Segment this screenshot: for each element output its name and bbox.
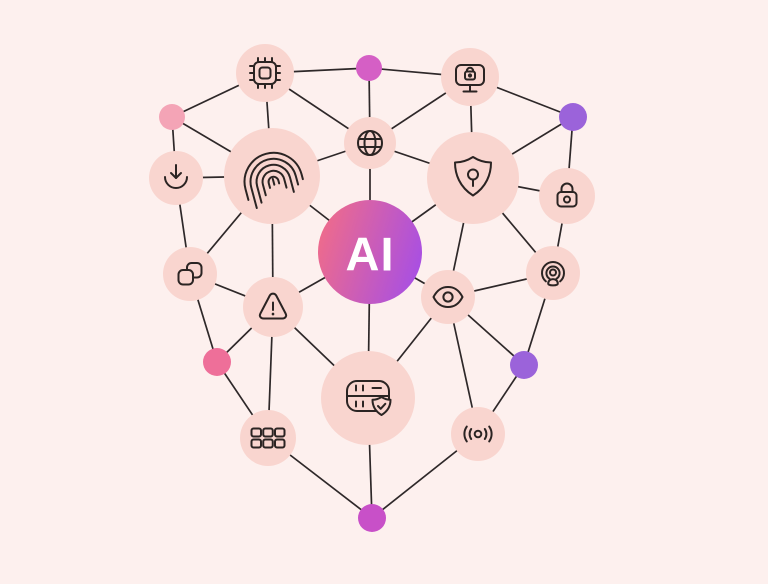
node-fingerprint (224, 128, 320, 224)
node-globe (344, 117, 396, 169)
bottom-dot (358, 504, 386, 532)
node-copies (163, 247, 217, 301)
node-purple-dot-br (510, 351, 538, 379)
shield-keyhole-node-circle (427, 132, 519, 224)
node-chip (236, 44, 294, 102)
secure-server-node-circle (321, 351, 415, 445)
node-monitor (441, 48, 499, 106)
purple-dot-br (510, 351, 538, 379)
node-radio (451, 407, 505, 461)
network-nodes: AI (149, 44, 595, 532)
ai-gradient-circle (318, 200, 422, 304)
node-purple-dot-tr (559, 103, 587, 131)
node-lock (539, 168, 595, 224)
podcast-person-node-circle (526, 246, 580, 300)
node-shield (427, 132, 519, 224)
node-ai: AI (318, 200, 422, 304)
globe-node-circle (344, 117, 396, 169)
cpu-chip-node-circle (236, 44, 294, 102)
keypad-node-circle (240, 410, 296, 466)
node-eye (421, 270, 475, 324)
node-keypad (240, 410, 296, 466)
node-magenta-dot-top (356, 55, 382, 81)
node-robot (321, 351, 415, 445)
ai-label: AI (346, 228, 395, 281)
node-pink-dot-bl (203, 348, 231, 376)
pink-dot-bl (203, 348, 231, 376)
node-warning (243, 277, 303, 337)
node-pink-dot-tl (159, 104, 185, 130)
radio-signal-node-circle (451, 407, 505, 461)
node-podcast (526, 246, 580, 300)
magenta-dot-top (356, 55, 382, 81)
purple-dot-tr (559, 103, 587, 131)
node-download (149, 151, 203, 205)
pink-dot-tl (159, 104, 185, 130)
node-bottom-dot (358, 504, 386, 532)
eye-node-circle (421, 270, 475, 324)
